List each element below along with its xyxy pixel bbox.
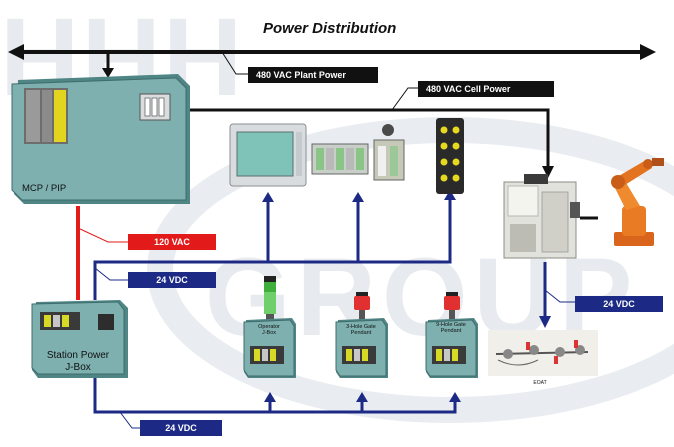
gate9-label-line2: Pendant — [440, 328, 462, 334]
io-arrow — [352, 192, 364, 202]
gate3-label-line2: Pendant — [350, 330, 372, 336]
eoat-label: EOAT — [533, 380, 547, 386]
plant-power-leader — [221, 51, 250, 75]
gate3-arrow — [356, 392, 368, 402]
vdc24-top-tag: 24 VDC — [128, 272, 216, 288]
eoat-arrow — [539, 316, 551, 328]
power-supply-icon — [98, 314, 114, 330]
connector-arrow — [444, 190, 456, 200]
vac120-leader — [77, 227, 128, 243]
station-power-label: Station Power J-Box — [38, 350, 118, 374]
vdc24-robot-leader — [544, 289, 576, 303]
vdc24-robot-tag: 24 VDC — [575, 296, 663, 312]
gate9-label-line1: 9-Hole Gate — [436, 322, 466, 328]
plant-power-tag: 480 VAC Plant Power — [248, 67, 378, 83]
station-power-label-line2: J-Box — [65, 362, 91, 373]
hmi-arrow — [262, 192, 274, 202]
robot-controller-icon — [503, 174, 580, 259]
vac120-tag: 120 VAC — [128, 234, 216, 250]
eoat-icon — [488, 330, 598, 376]
cell-power-arrow — [542, 166, 554, 178]
cell-power-leader — [391, 87, 420, 111]
cell-power-line — [182, 108, 550, 168]
vdc24-bottom-leader — [119, 411, 142, 429]
operator-jbox-label-line1: Operator — [258, 324, 280, 330]
diagram-title: Power Distribution — [263, 20, 397, 37]
vdc24-top-leader — [94, 267, 128, 281]
mcp-pip-label: MCP / PIP — [22, 183, 67, 194]
vdc24-bottom-tag: 24 VDC — [140, 420, 222, 436]
bus-arrow-right — [640, 44, 656, 60]
hmi-panel-icon — [229, 123, 307, 187]
station-power-box — [31, 300, 128, 378]
gate3-pendant-icon — [335, 292, 388, 378]
distributed-io-icon — [436, 118, 464, 194]
gate3-pendant-label: 3-Hole Gate Pendant — [336, 324, 386, 336]
operator-jbox-label-line2: J-Box — [261, 330, 277, 336]
cell-power-tag: 480 VAC Cell Power — [418, 81, 554, 97]
operator-jbox-icon — [243, 276, 296, 378]
operator-jbox-label: Operator J-Box — [244, 324, 294, 336]
gate9-arrow — [449, 392, 461, 402]
gate9-pendant-label: 9-Hole Gate Pendant — [426, 322, 476, 334]
io-modules-icon — [311, 124, 405, 181]
mcp-feed-arrow — [102, 68, 114, 78]
mcp-pip-box — [11, 74, 190, 204]
vdc24-upper-bus — [93, 196, 452, 300]
operator-arrow — [264, 392, 276, 402]
bus-arrow-left — [8, 44, 24, 60]
gate9-pendant-icon — [425, 292, 478, 378]
vdc24-lower-bus — [93, 375, 457, 414]
station-power-label-line1: Station Power — [46, 350, 110, 361]
gate3-label-line1: 3-Hole Gate — [346, 324, 376, 330]
robot-arm-icon — [611, 158, 664, 246]
